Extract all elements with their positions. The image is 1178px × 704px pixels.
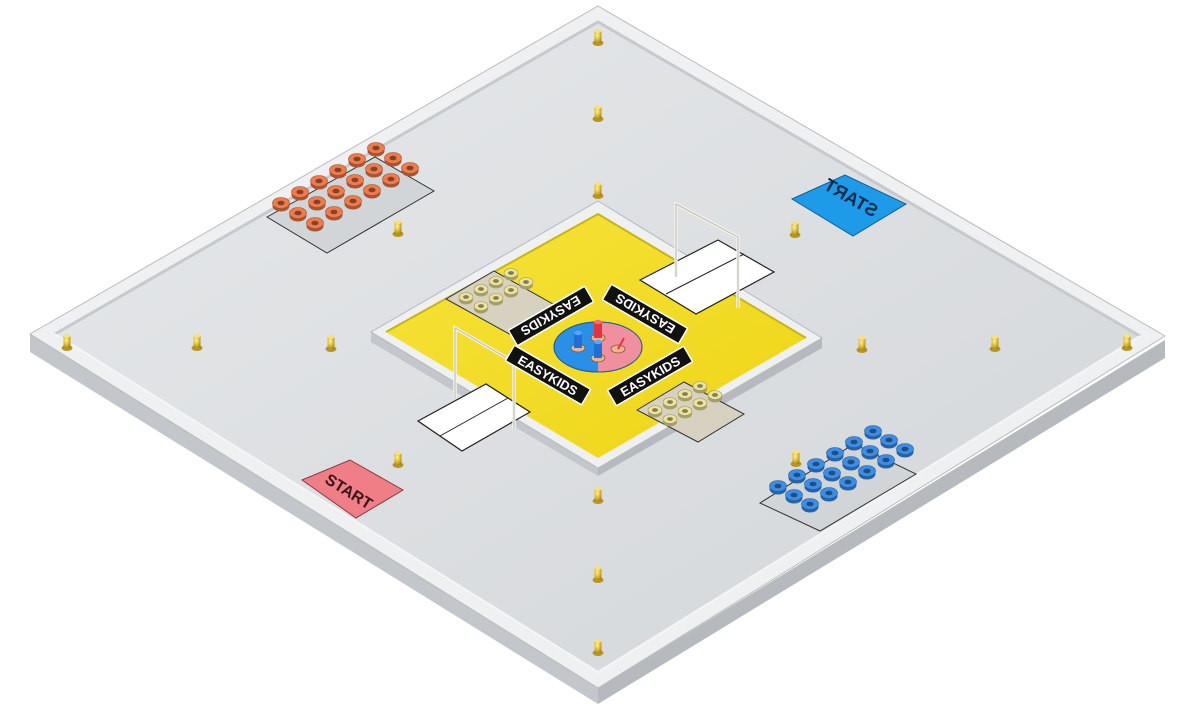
- ring-orange: [365, 163, 383, 178]
- goal-frame-left: [453, 324, 516, 429]
- gold-peg: [325, 335, 337, 352]
- ring-orange: [382, 173, 400, 188]
- ring-yellow: [503, 268, 519, 281]
- ring-yellow: [707, 390, 723, 403]
- ring-tray-blue: [758, 425, 918, 532]
- ring-blue: [826, 447, 844, 462]
- ring-blue: [858, 465, 876, 480]
- ring-blue: [804, 478, 822, 493]
- ring-blue: [880, 434, 898, 449]
- center-pole-blue-bottom: [590, 339, 606, 363]
- ring-orange: [306, 217, 324, 232]
- ring-orange: [367, 142, 385, 157]
- center-pole-red-right: [610, 337, 626, 354]
- ring-blue: [801, 498, 819, 513]
- ring-orange: [384, 152, 402, 167]
- gold-peg: [392, 220, 404, 237]
- ring-tray-orange: [266, 142, 435, 254]
- ring-blue: [839, 476, 857, 491]
- ring-orange: [348, 153, 366, 168]
- ring-orange: [325, 206, 343, 221]
- ring-yellow: [473, 284, 489, 297]
- ring-yellow: [647, 405, 663, 418]
- ring-tray-yellow-bottom: [635, 381, 746, 443]
- goal-zone-left: [416, 383, 532, 452]
- peg-group: [61, 29, 1133, 656]
- ring-yellow: [677, 406, 693, 419]
- wall-front-left: [30, 334, 598, 704]
- ring-blue: [864, 425, 882, 440]
- ring-blue: [788, 469, 806, 484]
- ring-blue: [845, 436, 863, 451]
- inner-wall-edge: [54, 20, 1141, 338]
- goal-frame-right: [674, 201, 740, 308]
- gold-peg: [191, 334, 203, 351]
- ring-orange: [346, 174, 364, 189]
- ring-blue: [896, 443, 914, 458]
- center-pole-red: [590, 319, 606, 343]
- ring-orange: [289, 207, 307, 222]
- ring-orange: [272, 197, 290, 212]
- gold-peg: [592, 105, 604, 122]
- ring-blue: [861, 445, 879, 460]
- ring-yellow: [677, 389, 693, 402]
- ring-yellow: [692, 381, 708, 394]
- gold-peg: [790, 450, 802, 467]
- ring-yellow: [662, 397, 678, 410]
- gold-peg: [592, 639, 604, 656]
- ring-blue: [769, 480, 787, 495]
- ring-orange: [327, 185, 345, 200]
- ring-blue: [785, 489, 803, 504]
- goal-zone-right: [638, 239, 776, 315]
- ring-yellow: [662, 414, 678, 427]
- ring-yellow: [458, 292, 474, 305]
- wall-front-right: [598, 340, 1165, 704]
- gold-peg: [789, 221, 801, 238]
- gold-peg: [989, 335, 1001, 352]
- center-pole-blue-left: [570, 330, 586, 353]
- ring-blue: [807, 458, 825, 473]
- ring-orange: [329, 164, 347, 179]
- ring-yellow: [473, 301, 489, 314]
- gold-peg: [592, 487, 604, 504]
- ring-orange: [344, 195, 362, 210]
- gold-peg: [61, 334, 73, 351]
- gold-peg: [392, 451, 404, 468]
- ring-orange: [310, 175, 328, 190]
- gold-peg: [592, 29, 604, 46]
- ring-yellow: [518, 277, 534, 290]
- gold-peg: [1121, 334, 1133, 351]
- gold-peg: [592, 566, 604, 583]
- ring-blue: [823, 467, 841, 482]
- ring-blue: [820, 487, 838, 502]
- gold-peg: [856, 336, 868, 353]
- ring-yellow: [692, 398, 708, 411]
- ring-yellow: [503, 285, 519, 298]
- ring-orange: [308, 196, 326, 211]
- ring-yellow: [488, 276, 504, 289]
- ring-yellow: [488, 293, 504, 306]
- ring-orange: [291, 186, 309, 201]
- ring-blue: [842, 456, 860, 471]
- center-arena: EASYKIDS EASYKIDS EASYKIDS EASYKIDS: [370, 200, 823, 476]
- gold-peg: [592, 182, 604, 199]
- ring-blue: [877, 454, 895, 469]
- ring-orange: [401, 162, 419, 177]
- ring-orange: [363, 184, 381, 199]
- center-target: [553, 319, 643, 373]
